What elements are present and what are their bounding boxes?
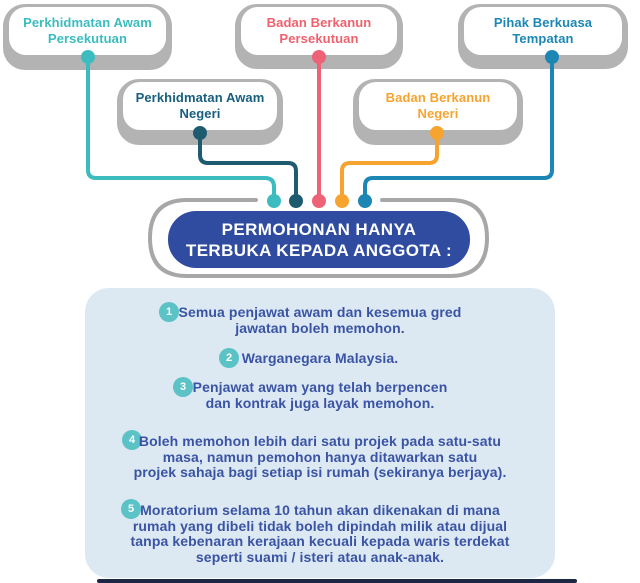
org-box-label: Perkhidmatan Awam Negeri — [123, 82, 277, 130]
junction-dot-blue — [358, 194, 372, 208]
eligibility-panel: 1 Semua penjawat awam dan kesemua gred j… — [85, 288, 555, 578]
banner-outline — [147, 198, 490, 278]
eligibility-item-text: Penjawat awam yang telah berpencen dan k… — [192, 379, 448, 411]
eligibility-item-text: Boleh memohon lebih dari satu projek pad… — [133, 433, 507, 480]
junction-dot-orange — [335, 194, 349, 208]
item-number-badge: 3 — [173, 377, 193, 397]
org-box-label: Perkhidmatan Awam Persekutuan — [9, 7, 166, 55]
footer-bar — [97, 579, 577, 583]
junction-dot-pink — [312, 194, 326, 208]
eligibility-item-text: Semua penjawat awam dan kesemua gred jaw… — [178, 304, 462, 336]
anchor-dot-badan-berkanun-negeri — [430, 126, 444, 140]
org-box-label: Pihak Berkuasa Tempatan — [464, 7, 622, 55]
center-banner: PERMOHONAN HANYA TERBUKA KEPADA ANGGOTA … — [168, 211, 470, 268]
item-number-badge: 4 — [122, 430, 142, 450]
org-box-pihak-berkuasa-tempatan: Pihak Berkuasa Tempatan — [458, 4, 628, 69]
connector-pihak-berkuasa-tempatan — [363, 55, 554, 201]
connector-perkhidmatan-awam-negeri — [198, 131, 298, 201]
item-number-badge: 1 — [159, 302, 179, 322]
item-number-badge: 2 — [219, 348, 239, 368]
anchor-dot-perkhidmatan-awam-persekutuan — [81, 50, 95, 64]
junction-dot-dark-teal — [289, 194, 303, 208]
eligibility-item-text: Warganegara Malaysia. — [241, 350, 399, 366]
org-box-perkhidmatan-awam-persekutuan: Perkhidmatan Awam Persekutuan — [3, 4, 172, 70]
org-box-label: Badan Berkanun Persekutuan — [241, 7, 397, 55]
connector-perkhidmatan-awam-persekutuan — [86, 55, 276, 201]
anchor-dot-pihak-berkuasa-tempatan — [545, 50, 559, 64]
item-number-badge: 5 — [121, 499, 141, 519]
anchor-dot-perkhidmatan-awam-negeri — [193, 126, 207, 140]
connector-badan-berkanun-negeri — [340, 131, 439, 201]
org-box-label: Badan Berkanun Negeri — [359, 82, 517, 130]
anchor-dot-badan-berkanun-persekutuan — [312, 50, 326, 64]
eligibility-item-text: Moratorium selama 10 tahun akan dikenaka… — [130, 502, 510, 565]
junction-dot-teal — [267, 194, 281, 208]
